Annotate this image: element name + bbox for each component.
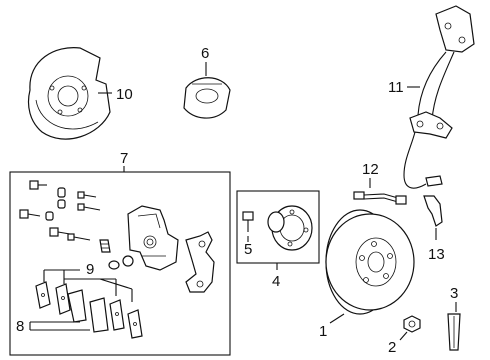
hub-bearing-part: [267, 205, 313, 251]
speed-sensor-harness-part: [403, 5, 475, 189]
brake-pads-part: [35, 281, 143, 339]
callout-10: 10: [116, 86, 133, 103]
brake-rotor-part: [325, 209, 415, 315]
callout-7: 7: [120, 150, 128, 167]
dust-shield-part: [27, 47, 111, 140]
callout-6: 6: [201, 45, 209, 62]
leader-line: [399, 331, 408, 341]
callout-11: 11: [388, 79, 404, 96]
callout-2: 2: [388, 339, 396, 356]
adjuster-part: [183, 77, 231, 119]
caliper-group-box: [9, 171, 231, 356]
hub-nut-part: [403, 315, 421, 333]
spring-clip-part: [447, 313, 461, 351]
leader-line: [329, 313, 345, 324]
callout-5: 5: [244, 241, 252, 258]
caliper-bolts-part: [19, 180, 134, 270]
callout-9: 9: [86, 261, 94, 278]
caliper-bracket-part: [185, 231, 215, 293]
callout-4: 4: [272, 273, 280, 290]
callout-8-leaders: [29, 321, 90, 331]
brake-hose-part: [353, 191, 407, 205]
callout-12: 12: [362, 161, 379, 178]
hub-group-box: [236, 190, 320, 264]
callout-1: 1: [319, 323, 327, 340]
bracket-part: [423, 195, 443, 227]
callout-13: 13: [428, 246, 445, 263]
callout-8: 8: [16, 318, 24, 335]
caliper-body-part: [127, 205, 179, 271]
callout-9-leaders: [43, 269, 133, 302]
wheel-bolt-part: [242, 211, 254, 232]
callout-3: 3: [450, 285, 458, 302]
